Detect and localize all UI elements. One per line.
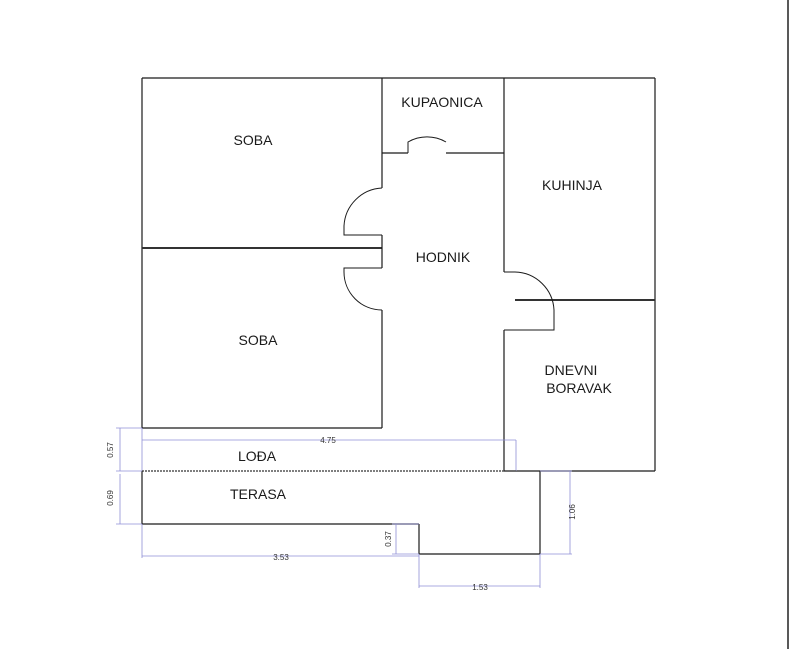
- dim-label-step-depth: 0.37: [384, 531, 393, 547]
- door-bathroom: [407, 136, 447, 153]
- dim-label-lodja-depth: 0.57: [106, 442, 115, 458]
- dim-label-terasa-right-depth: 1.06: [568, 504, 577, 520]
- room-label-terasa: TERASA: [230, 486, 287, 502]
- dim-label-lodja-width: 4.75: [320, 436, 336, 445]
- outer-walls: [141, 77, 656, 472]
- room-label-dnevni: DNEVNI: [545, 362, 598, 378]
- interior-walls: [142, 78, 655, 471]
- door-bedroom-top: [343, 187, 383, 236]
- doors: [343, 136, 555, 331]
- door-living: [504, 271, 555, 331]
- room-label-soba-bottom: SOBA: [239, 332, 279, 348]
- dim-label-terasa-width: 3.53: [273, 553, 289, 562]
- room-label-kuhinja: KUHINJA: [542, 177, 603, 193]
- dimension-lines: [116, 427, 572, 588]
- room-label-lodja: LOĐA: [238, 448, 277, 464]
- room-label-soba-top: SOBA: [234, 132, 274, 148]
- room-label-hodnik: HODNIK: [416, 249, 471, 265]
- lodja-outline: [141, 428, 517, 472]
- dim-label-terasa-right-width: 1.53: [472, 583, 488, 592]
- room-label-boravak: BORAVAK: [546, 380, 612, 396]
- room-label-kupaonica: KUPAONICA: [401, 94, 483, 110]
- door-bedroom-bottom: [343, 267, 383, 311]
- dim-label-terasa-depth: 0.69: [106, 490, 115, 506]
- terasa-outline: [141, 471, 541, 555]
